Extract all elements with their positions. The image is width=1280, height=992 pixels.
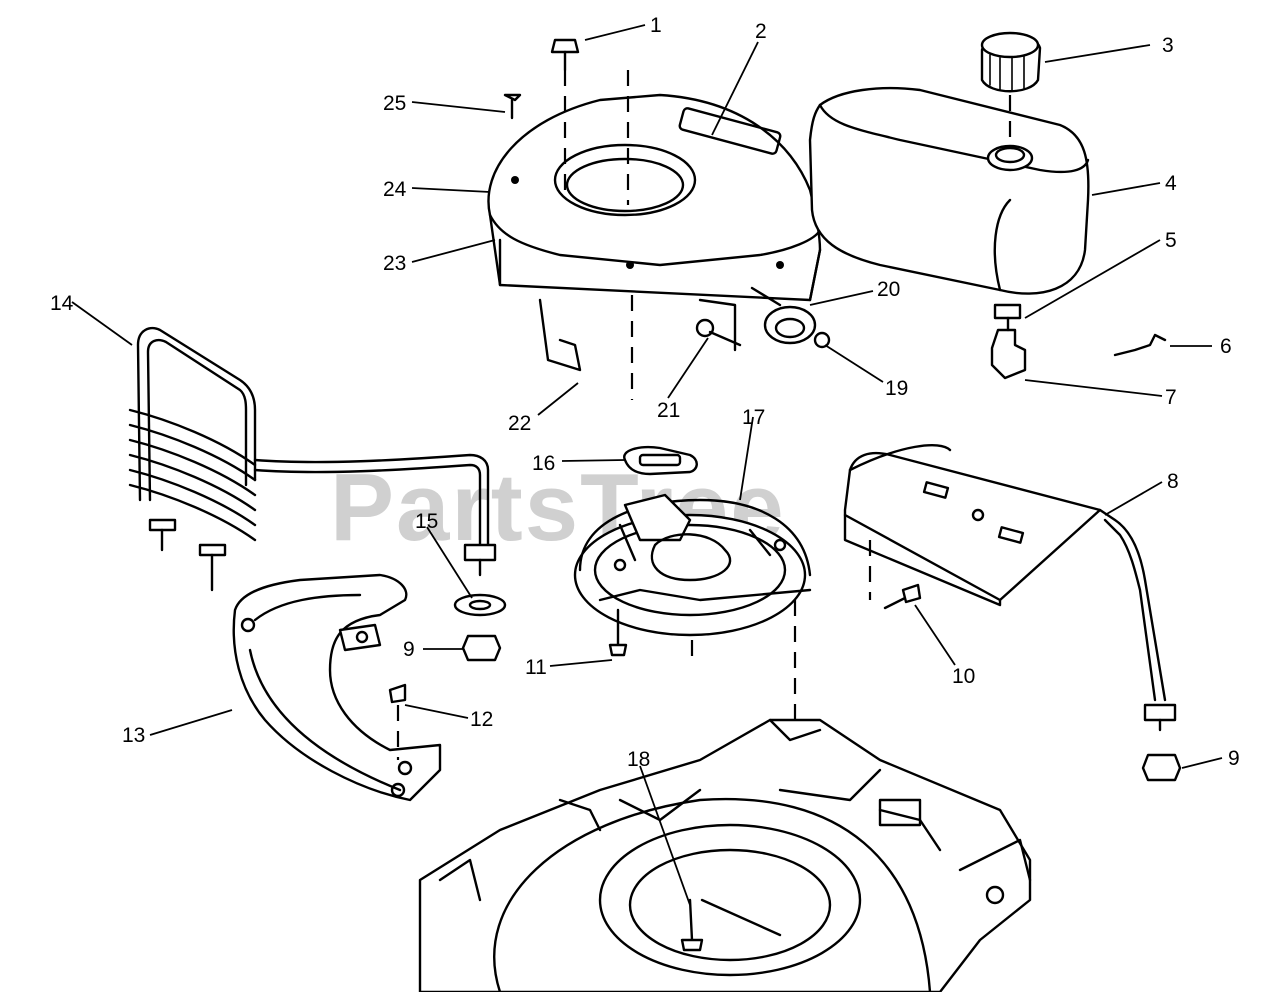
screw-25 xyxy=(503,93,522,120)
screw-10 xyxy=(868,540,922,610)
callout-numbers: 1 2 3 4 5 6 7 8 9 10 11 12 13 14 15 16 1… xyxy=(50,14,1240,771)
mower-deck xyxy=(418,718,1032,992)
handle-grille xyxy=(128,326,497,592)
washer-15 xyxy=(453,593,507,617)
callout-9-left: 9 xyxy=(403,638,415,661)
callout-1: 1 xyxy=(650,14,662,37)
callout-19: 19 xyxy=(885,377,908,400)
callout-5: 5 xyxy=(1165,229,1177,252)
callout-20: 20 xyxy=(877,278,900,301)
callout-8: 8 xyxy=(1167,470,1179,493)
fuel-cap xyxy=(980,31,1042,93)
callout-15: 15 xyxy=(415,510,438,533)
nut-9-right xyxy=(1141,753,1182,782)
callout-12: 12 xyxy=(470,708,493,731)
blower-housing xyxy=(487,93,822,372)
gasket-16 xyxy=(623,446,698,476)
callout-14: 14 xyxy=(50,292,74,315)
screw-1 xyxy=(550,38,580,72)
callout-22: 22 xyxy=(508,412,531,435)
callout-17: 17 xyxy=(742,406,765,429)
wire-clip-6 xyxy=(1113,333,1167,357)
leader-lines xyxy=(71,24,1223,906)
callout-18: 18 xyxy=(627,748,650,771)
callout-25: 25 xyxy=(383,92,406,115)
callout-21: 21 xyxy=(657,399,680,422)
control-panel xyxy=(843,444,1177,732)
deflector xyxy=(232,573,442,802)
bolt-18 xyxy=(680,898,782,952)
callout-2: 2 xyxy=(755,20,767,43)
screw-11 xyxy=(608,608,628,657)
recoil-starter xyxy=(573,493,812,637)
screw-12 xyxy=(388,683,407,760)
nut-9-left xyxy=(461,634,502,662)
callout-7: 7 xyxy=(1165,386,1177,409)
callout-9-right: 9 xyxy=(1228,747,1240,770)
fuel-tank xyxy=(808,86,1090,295)
clamp-20 xyxy=(750,286,831,349)
screw-21 xyxy=(695,318,742,347)
callout-3: 3 xyxy=(1162,34,1174,57)
callout-10: 10 xyxy=(952,665,975,688)
callout-13: 13 xyxy=(122,724,145,747)
callout-6: 6 xyxy=(1220,335,1232,358)
callout-23: 23 xyxy=(383,252,406,275)
callout-24: 24 xyxy=(383,178,407,201)
callout-4: 4 xyxy=(1165,172,1177,195)
callout-11: 11 xyxy=(525,656,547,679)
fuel-valve xyxy=(990,303,1027,380)
callout-16: 16 xyxy=(532,452,555,475)
